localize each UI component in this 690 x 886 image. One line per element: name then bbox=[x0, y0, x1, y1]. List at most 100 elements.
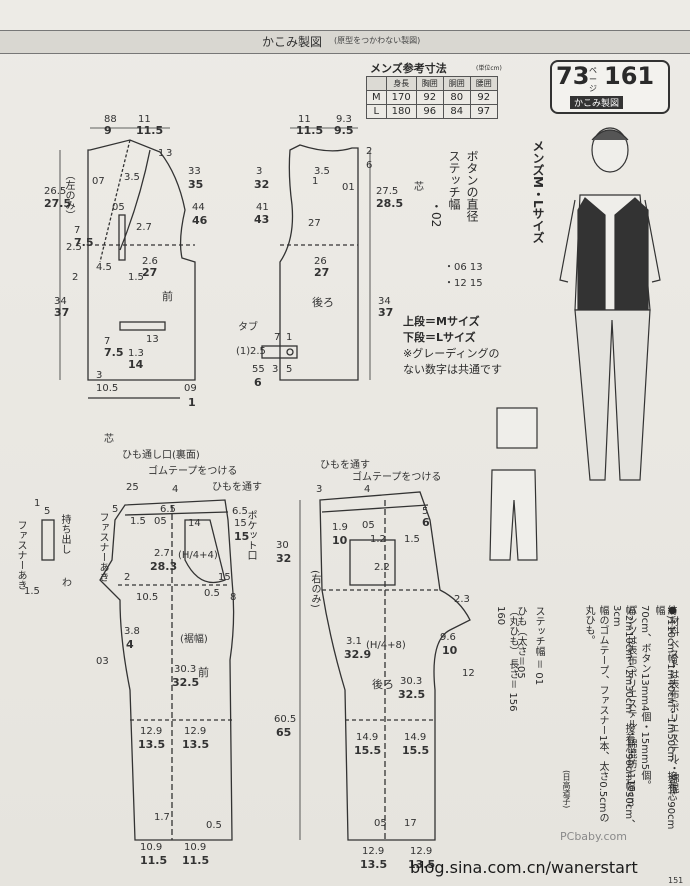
material-note-6: 幅のゴムテープ、ファスナー1本、太さ0.5cmの bbox=[597, 605, 608, 823]
dim-pb-n: 2.3 bbox=[454, 594, 470, 605]
button-note-1: ボタンの直径 bbox=[465, 150, 479, 222]
dim-vf-f: 44 bbox=[192, 202, 205, 213]
dim-tab-g: (1) bbox=[236, 346, 251, 357]
dim-pf-v: 0.5 bbox=[206, 820, 222, 831]
dim-tab-d: 3 bbox=[272, 364, 279, 375]
dim-pf-side3: 1.5 bbox=[24, 586, 40, 597]
dim-pb-l: 30.3 bbox=[400, 676, 423, 687]
size-col-height: 身長 bbox=[385, 76, 417, 91]
dim-vb-b-l: 9.5 bbox=[334, 124, 354, 137]
dim-pb-u-l: 13.5 bbox=[408, 858, 436, 871]
dim-pf-p: 3.8 bbox=[124, 626, 140, 637]
dim-pb-k-l: 32.9 bbox=[344, 648, 372, 661]
dim-pf-g: 14 bbox=[188, 518, 201, 529]
dim-vf-h: 05 bbox=[112, 202, 125, 213]
dim-vf-w: 1 bbox=[188, 396, 196, 409]
material-note-4: パンツは表布(ポリエステル・綿混紡)110cm bbox=[625, 605, 636, 808]
dim-pb-k: 3.1 bbox=[346, 636, 362, 647]
dim-vf-j: 2.5 bbox=[66, 242, 82, 253]
material-note-1: ●材料 ベストは表布(ポリエステル・綿混 bbox=[667, 605, 678, 794]
size-table-title: メンズ参考寸法 bbox=[370, 62, 447, 75]
dim-vf-i: 2.7 bbox=[136, 222, 152, 233]
dim-vb-j: 27 bbox=[308, 218, 321, 229]
dim-pb-l-l: 32.5 bbox=[398, 688, 426, 701]
size-note-line4: ない数字は共通です bbox=[403, 363, 502, 376]
dim-pb-c: 1.9 bbox=[332, 522, 348, 533]
dim-vf-o-l: 37 bbox=[54, 306, 70, 319]
pb-note-drawstring: ひもを通す bbox=[320, 460, 370, 471]
stitch-note-2: ひも（太さ＝05 bbox=[515, 606, 526, 679]
dim-vf-u: 10.5 bbox=[96, 383, 119, 394]
pants-flat-sketch bbox=[489, 469, 538, 561]
badge-page-label: ページ bbox=[589, 66, 597, 93]
dim-pf-f: 05 bbox=[154, 516, 167, 527]
page-number: 151 bbox=[668, 876, 684, 885]
dim-pf-k: 15 bbox=[218, 572, 231, 583]
dim-vb-l: 26 bbox=[314, 256, 327, 267]
dim-pb-i: 2.2 bbox=[374, 562, 390, 573]
dim-pf-w-l: 11.5 bbox=[140, 854, 168, 867]
dim-vf-k: 2 bbox=[72, 272, 79, 283]
model-illustration bbox=[489, 127, 661, 561]
badge-page-number: 161 bbox=[604, 62, 655, 90]
dim-tab-b: 1 bbox=[286, 332, 293, 343]
dim-vf-top-b: 11 bbox=[138, 114, 151, 125]
dim-vb-f: 3.5 bbox=[314, 166, 330, 177]
dim-vb-c: 2 bbox=[366, 146, 373, 157]
dim-vb-g: 1 bbox=[312, 176, 319, 187]
dim-vf-l: 4.5 bbox=[96, 262, 112, 273]
watermark-logo: PCbaby.com bbox=[560, 830, 627, 843]
button-note-2: ステッチ幅 bbox=[447, 150, 461, 210]
dim-pb-b: 4 bbox=[364, 484, 371, 495]
dim-pb-s: 17 bbox=[404, 818, 417, 829]
dim-vb-d: 6 bbox=[366, 160, 373, 171]
vest-front-interfacing-label: 芯 bbox=[104, 434, 114, 445]
dim-vb-b: 9.3 bbox=[336, 114, 352, 125]
dim-vb-l-l: 27 bbox=[314, 266, 330, 279]
pants-front-label: 前 bbox=[198, 666, 209, 679]
dim-tab-f: 5 bbox=[286, 364, 293, 375]
dim-vf-h1: 26.5 bbox=[44, 186, 67, 197]
dim-pf-d: 6.5 bbox=[160, 504, 176, 515]
pf-note-fold: わ bbox=[62, 578, 72, 589]
dim-pf-h: 15 bbox=[234, 518, 247, 529]
dim-pf-n: 0.5 bbox=[204, 588, 220, 599]
dim-pf-w: 10.9 bbox=[140, 842, 163, 853]
dim-pb-m-l: 10 bbox=[442, 644, 458, 657]
dim-vf-m-l: 27 bbox=[142, 266, 158, 279]
vest-front-pocket bbox=[119, 321, 166, 331]
dim-vb-m-l: 37 bbox=[378, 306, 394, 319]
dim-vf-d: 3 bbox=[166, 148, 173, 159]
dim-vf-m: 2.6 bbox=[142, 256, 158, 267]
dim-pf-i: 2.7 bbox=[154, 548, 170, 559]
dim-vb-a-l: 11.5 bbox=[296, 124, 324, 137]
dim-tab-e: 55 bbox=[252, 364, 265, 375]
dim-vf-h1-l: 27.5 bbox=[44, 197, 72, 210]
vf-left-tag: （左のみ） bbox=[63, 170, 74, 220]
material-note-author: (日高道子) bbox=[562, 770, 571, 809]
pf-note-fly-extension: 持ち出し bbox=[59, 514, 70, 554]
dim-vf-a: 07 bbox=[92, 176, 105, 187]
dim-vf-o: 34 bbox=[54, 296, 67, 307]
dim-pf-c: 5 bbox=[112, 504, 119, 515]
stitch-note-3: （丸ひも） 長さ＝ 156 160 bbox=[495, 606, 518, 712]
dim-vb-h: 01 bbox=[342, 182, 355, 193]
dim-pf-m: 10.5 bbox=[136, 592, 159, 603]
dim-pb-c-l: 10 bbox=[332, 534, 348, 547]
dim-pf-x: 10.9 bbox=[184, 842, 207, 853]
dim-pb-u: 12.9 bbox=[410, 846, 433, 857]
badge-number: 73 bbox=[556, 62, 590, 90]
dim-tab-c: 2.5 bbox=[250, 346, 266, 357]
dim-pb-j: (H/4+8) bbox=[366, 640, 406, 651]
dim-vb-i-l: 43 bbox=[254, 213, 270, 226]
table-row: M 170 92 80 92 bbox=[366, 90, 498, 105]
dim-vf-g: 7 bbox=[74, 225, 81, 236]
pants-front-outline bbox=[99, 499, 235, 841]
button-note-3: ・02 bbox=[429, 200, 443, 228]
pants-back-outline bbox=[319, 491, 471, 841]
dim-pb-t: 12.9 bbox=[362, 846, 385, 857]
dim-pf-o: 8 bbox=[230, 592, 237, 603]
dim-vf-c: 1 bbox=[158, 148, 165, 159]
pf-note-zip-opening: ファスナーあき bbox=[97, 512, 108, 582]
